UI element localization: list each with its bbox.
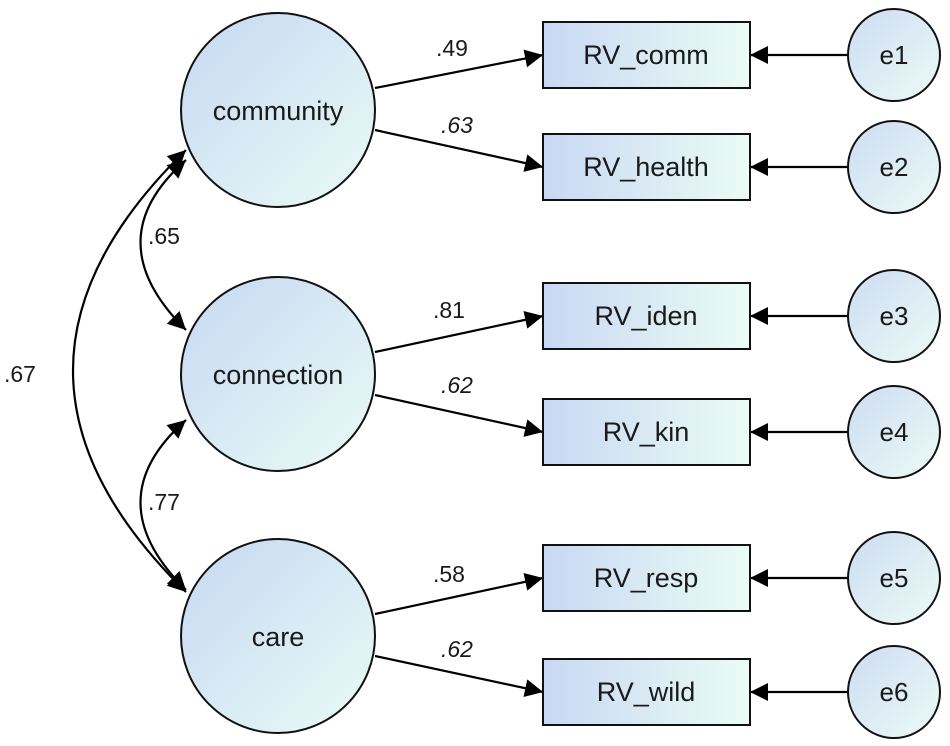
error-e4: e4 bbox=[847, 385, 941, 479]
covariance-arc-connection-care bbox=[139, 419, 187, 591]
observed-RV_resp-label: RV_resp bbox=[594, 563, 699, 593]
loading-arrow-community-RV_health bbox=[374, 128, 544, 172]
latent-care-circle bbox=[180, 538, 376, 734]
loading-value-RV_health: .63 bbox=[441, 112, 473, 138]
error-e1-circle bbox=[847, 8, 941, 102]
covariance-value-community-care: .67 bbox=[4, 361, 36, 387]
observed-RV_iden: RV_iden bbox=[542, 282, 751, 350]
covariance-arc-community-connection bbox=[139, 159, 187, 331]
latent-connection-circle bbox=[180, 276, 376, 472]
latent-community-label: community bbox=[213, 96, 344, 126]
loading-arrow-connection-RV_iden bbox=[374, 310, 544, 354]
observed-RV_comm: RV_comm bbox=[542, 21, 751, 89]
observed-RV_iden-label: RV_iden bbox=[594, 301, 697, 331]
error-e4-label: e4 bbox=[880, 417, 909, 447]
error-e3: e3 bbox=[847, 269, 941, 363]
loading-arrow-community-RV_comm bbox=[374, 49, 544, 90]
covariance-arcs: .65 .77 .67 bbox=[4, 149, 187, 593]
error-e5: e5 bbox=[847, 531, 941, 625]
latent-connection-label: connection bbox=[213, 360, 344, 390]
error-e1-label: e1 bbox=[880, 40, 909, 70]
error-paths bbox=[750, 46, 848, 701]
loading-arrow-care-RV_wild bbox=[374, 654, 544, 698]
error-e2: e2 bbox=[847, 120, 941, 214]
error-e6-circle bbox=[847, 645, 941, 739]
observed-RV_health: RV_health bbox=[542, 133, 751, 201]
covariance-value-connection-care: .77 bbox=[148, 489, 180, 515]
covariance-arc-community-care bbox=[71, 149, 187, 593]
observed-RV_wild: RV_wild bbox=[542, 658, 751, 726]
error-e2-circle bbox=[847, 120, 941, 214]
error-e4-circle bbox=[847, 385, 941, 479]
loading-value-RV_comm: .49 bbox=[436, 35, 468, 61]
observed-RV_health-label: RV_health bbox=[583, 152, 709, 182]
observed-RV_kin-box bbox=[542, 398, 751, 466]
observed-RV_comm-box bbox=[542, 21, 751, 89]
observed-RV_resp: RV_resp bbox=[542, 544, 751, 612]
observed-RV_kin-label: RV_kin bbox=[603, 417, 690, 447]
loading-arrow-care-RV_resp bbox=[374, 572, 544, 616]
loading-arrow-connection-RV_kin bbox=[374, 393, 544, 437]
observed-RV_resp-box bbox=[542, 544, 751, 612]
covariance-value-community-connection: .65 bbox=[148, 223, 180, 249]
error-e1: e1 bbox=[847, 8, 941, 102]
error-e6: e6 bbox=[847, 645, 941, 739]
loading-paths: .49 .63 .81 .62 .58 .62 bbox=[374, 35, 544, 698]
error-e2-label: e2 bbox=[880, 152, 909, 182]
latent-connection: connection bbox=[180, 276, 376, 472]
error-e5-circle bbox=[847, 531, 941, 625]
observed-RV_comm-label: RV_comm bbox=[583, 40, 709, 70]
latent-care-label: care bbox=[252, 622, 305, 652]
loading-value-RV_wild: .62 bbox=[441, 636, 473, 662]
loading-value-RV_kin: .62 bbox=[441, 372, 473, 398]
error-e3-label: e3 bbox=[880, 301, 909, 331]
error-e5-label: e5 bbox=[880, 563, 909, 593]
observed-RV_health-box bbox=[542, 133, 751, 201]
latent-community: community bbox=[180, 12, 376, 208]
error-e3-circle bbox=[847, 269, 941, 363]
latent-community-circle bbox=[180, 12, 376, 208]
error-e6-label: e6 bbox=[880, 677, 909, 707]
observed-RV_wild-box bbox=[542, 658, 751, 726]
latent-care: care bbox=[180, 538, 376, 734]
loading-value-RV_iden: .81 bbox=[433, 297, 465, 323]
observed-RV_wild-label: RV_wild bbox=[597, 677, 696, 707]
observed-RV_iden-box bbox=[542, 282, 751, 350]
observed-RV_kin: RV_kin bbox=[542, 398, 751, 466]
loading-value-RV_resp: .58 bbox=[433, 561, 465, 587]
